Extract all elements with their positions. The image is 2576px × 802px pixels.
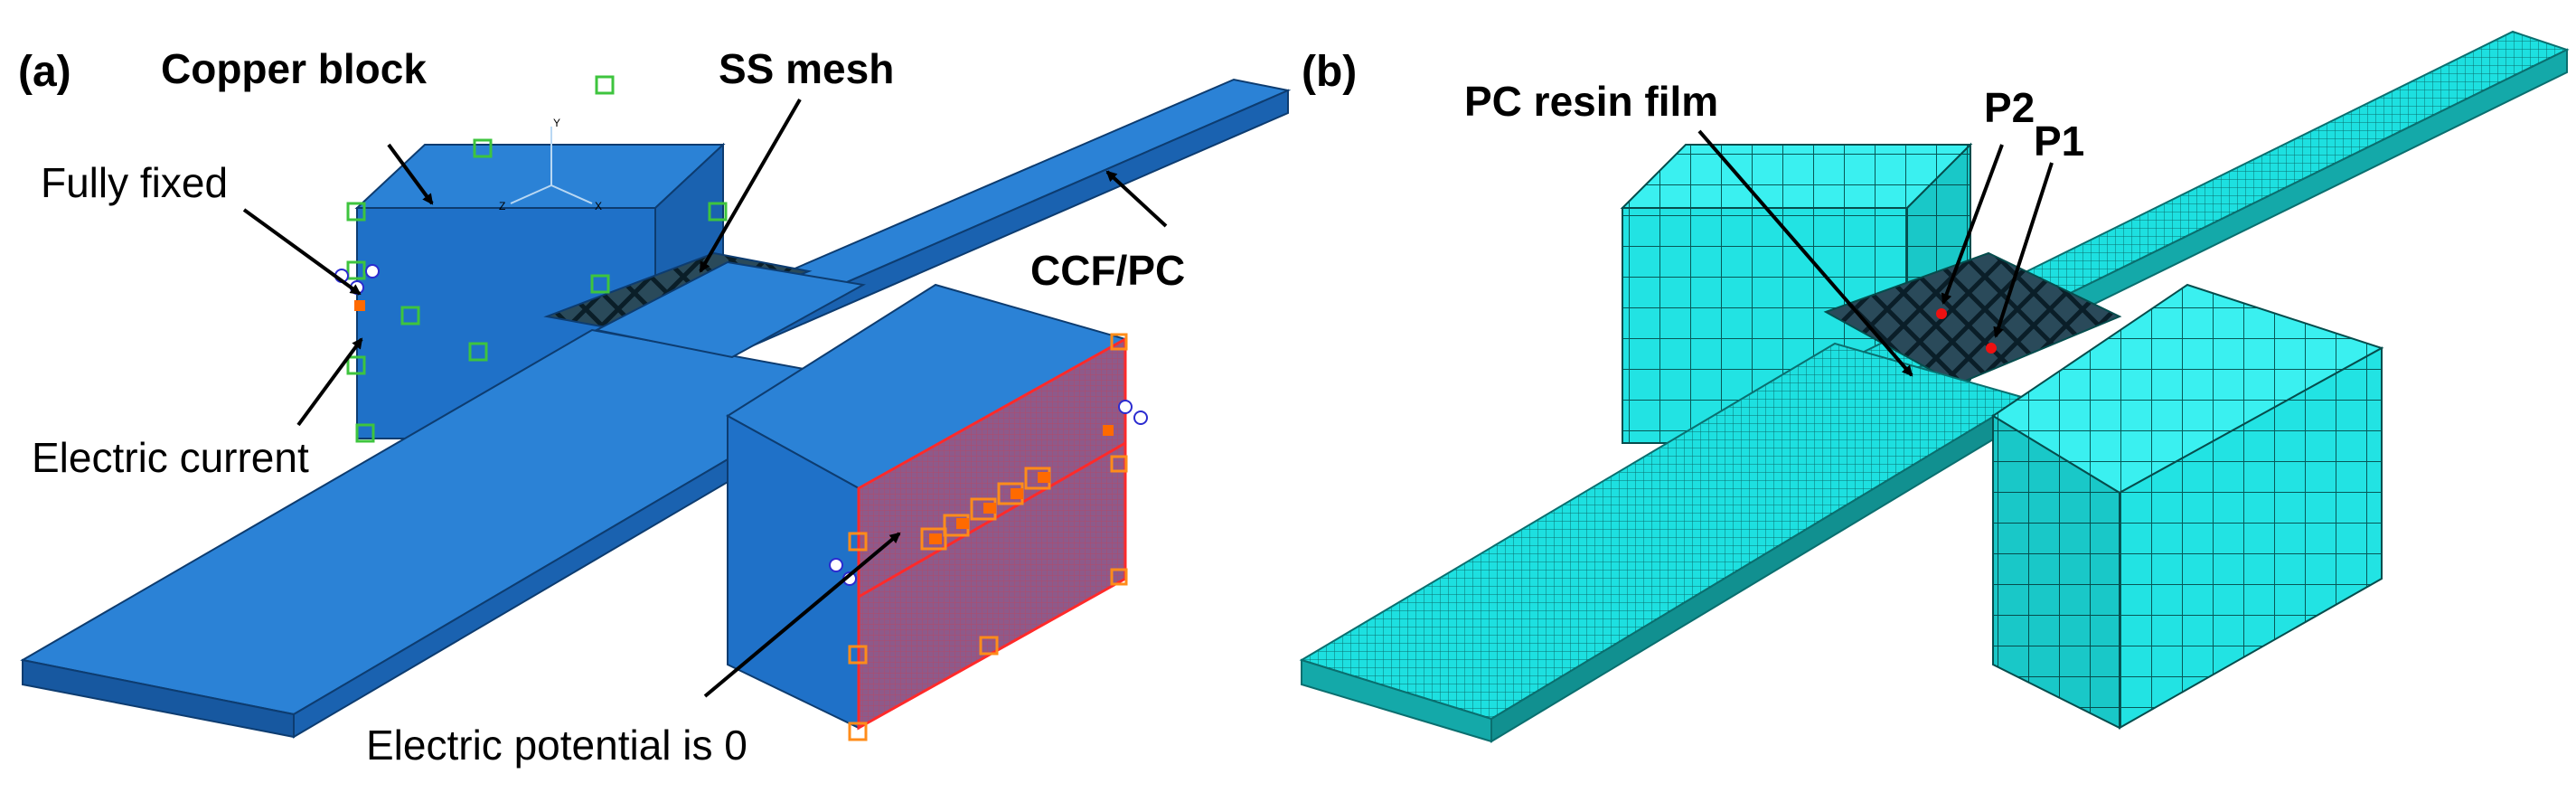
green-markers: [346, 75, 728, 443]
p1-label: P1: [2034, 118, 2084, 165]
panel-a-label: (a): [18, 48, 71, 96]
electric-current-label: Electric current: [32, 434, 309, 481]
panel-b-label: (b): [1302, 48, 1357, 96]
copper-block-front: [726, 283, 1128, 731]
electric-potential-label: Electric potential is 0: [366, 722, 747, 769]
mesh-copper-block-front: [1991, 283, 2384, 730]
triad-z: Z: [499, 200, 505, 212]
annotation-arrows-a: [242, 98, 1168, 698]
mesh-strip-lower: [1299, 342, 2027, 743]
orange-filled-markers: [929, 472, 1050, 544]
panel-a: Y Z X (a) Copper block SS mesh Fully fix…: [18, 45, 1292, 769]
point-p2: [1936, 308, 1947, 319]
panel-b: (b) PC resin film P2 P1: [1299, 30, 2570, 743]
p2-label: P2: [1984, 84, 2035, 131]
triad-x: X: [595, 200, 602, 212]
annotation-arrows-b: [1697, 129, 2054, 377]
axis-triad: [510, 127, 593, 204]
ccf-pc-label: CCF/PC: [1030, 247, 1185, 294]
triad-y: Y: [553, 117, 560, 129]
ss-mesh-label: SS mesh: [719, 45, 894, 92]
point-p1: [1986, 343, 1997, 354]
fully-fixed-label: Fully fixed: [41, 159, 228, 206]
copper-block-label: Copper block: [161, 45, 427, 92]
pc-resin-film-label: PC resin film: [1464, 78, 1718, 125]
mesh-ss-region: [1823, 251, 2122, 386]
